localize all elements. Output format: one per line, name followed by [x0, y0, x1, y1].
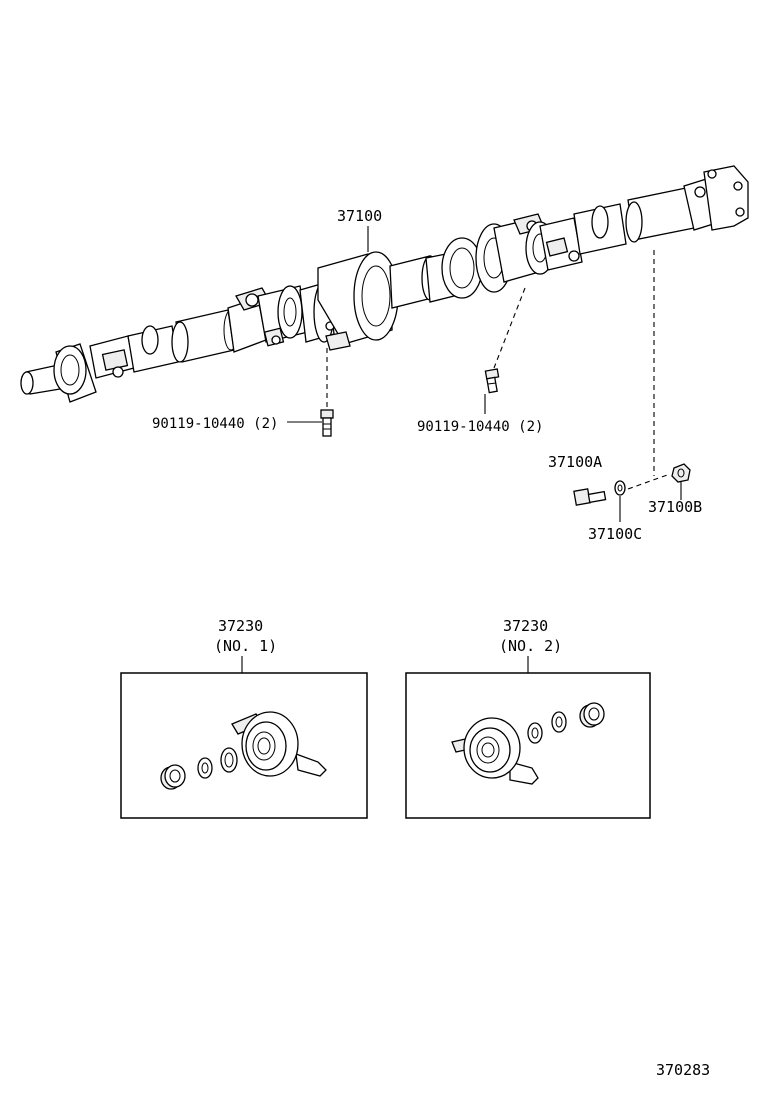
- washer-icon: [614, 480, 626, 496]
- part-37100b-label: 37100B: [648, 498, 702, 516]
- flange-bolt-icon: [573, 488, 607, 506]
- right-bolt-group: [484, 287, 526, 414]
- center-bearing-no1-panel: 37230 (NO. 1): [120, 617, 368, 819]
- left-bolt-group: [287, 348, 334, 437]
- bearing-no2-ring-icon: [527, 722, 543, 744]
- bearing-no1-ring-icon: [220, 747, 238, 773]
- front-universal-joint: [53, 335, 135, 403]
- flange-fastener-group: [573, 250, 691, 522]
- bearing-no2-washer-icon: [551, 711, 567, 733]
- left-bolt-label: 90119-10440 (2): [152, 416, 278, 432]
- part-37100a-label: 37100A: [548, 453, 602, 471]
- rear-universal-joint: [683, 165, 749, 231]
- bearing-no1-part-label: 37230: [218, 617, 263, 635]
- intermediate-joint-2: [493, 213, 583, 283]
- figure-id: 370283: [656, 1061, 710, 1079]
- bolt-icon: [484, 368, 500, 394]
- bearing-no1-box: [120, 672, 368, 819]
- bearing-no1-housing-icon: [231, 711, 327, 777]
- propeller-shaft-assembly: [20, 165, 749, 403]
- bearing-no1-variant-label: (NO. 1): [214, 637, 277, 655]
- bearing-no2-part-label: 37230: [503, 617, 548, 635]
- nut-icon: [671, 463, 691, 483]
- bolt-icon: [320, 409, 334, 437]
- intermediate-joint-1: [227, 285, 309, 353]
- bearing-no2-variant-label: (NO. 2): [499, 637, 562, 655]
- center-bearing-no2-panel: 37230 (NO. 2): [405, 617, 651, 819]
- propeller-shaft-label: 37100: [337, 207, 382, 225]
- front-tube: [127, 309, 239, 373]
- rear-tube: [573, 187, 695, 255]
- right-bolt-label: 90119-10440 (2): [417, 419, 543, 435]
- bearing-no1-cap-icon: [160, 764, 186, 790]
- bearing-no2-box: [405, 672, 651, 819]
- bearing-no2-housing-icon: [451, 717, 539, 785]
- part-37100c-label: 37100C: [588, 525, 642, 543]
- bearing-no2-cap-icon: [579, 702, 605, 728]
- bearing-no1-washer-icon: [197, 757, 213, 779]
- center-bearing-housing-1: [299, 251, 399, 351]
